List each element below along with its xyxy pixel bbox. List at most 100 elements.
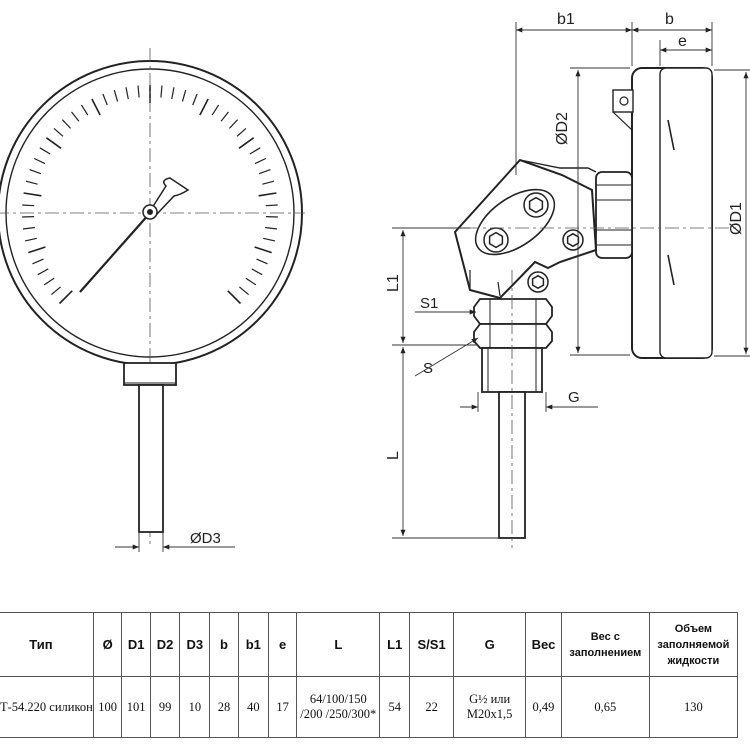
header-cell: Вес [525, 612, 562, 677]
dial-major-tick [238, 137, 255, 149]
label-D3: ØD3 [190, 530, 221, 547]
dial-minor-tick [22, 226, 35, 230]
pointer-tail [151, 177, 190, 216]
fitting-nut-S [473, 323, 553, 349]
dial-major-tick [254, 246, 272, 254]
side-view [440, 67, 740, 548]
header-cell: Объем заполняемой жидкости [648, 612, 739, 677]
label-b: b [665, 11, 674, 28]
cell-type: БТ-54.220 силикон [0, 676, 94, 738]
header-cell: Тип [0, 612, 94, 677]
label-e: e [678, 33, 687, 50]
dial-scale [22, 85, 278, 305]
dial-minor-tick [22, 204, 35, 207]
dial-minor-tick [137, 85, 140, 98]
cell-S-S1: 22 [409, 676, 455, 738]
label-D2: ØD2 [554, 112, 571, 145]
label-S1: S1 [420, 295, 438, 312]
cell-L1: 54 [379, 676, 411, 738]
dial-minor-tick [51, 286, 61, 296]
dial-minor-tick [211, 104, 220, 116]
case-bezel-side [659, 67, 713, 359]
technical-drawing: ØD3 [0, 11, 750, 552]
dial-minor-tick [32, 258, 44, 265]
bolt-hex-socket [531, 274, 545, 290]
dial-major-tick [23, 192, 42, 197]
fitting-nut-S1 [473, 298, 553, 325]
dial-minor-tick [239, 286, 249, 296]
pointer-needle [79, 212, 151, 293]
header-cell: D1 [121, 612, 151, 677]
header-cell: L1 [379, 612, 411, 677]
header-cell: D3 [179, 612, 211, 677]
dial-minor-tick [258, 169, 271, 175]
dial-minor-tick [254, 157, 267, 165]
table-row: БТ-54.220 силикон 100 101 99 10 28 40 17… [0, 676, 739, 738]
dial-major-tick [91, 98, 101, 116]
cell-b: 28 [209, 676, 239, 738]
dial-major-tick [58, 290, 73, 305]
dial-major-tick [45, 137, 62, 149]
cell-volume: 130 [648, 676, 739, 738]
dial-minor-tick [251, 268, 263, 276]
dial-minor-tick [245, 277, 257, 286]
side-view-dimensions [392, 22, 750, 539]
label-L: L [385, 451, 402, 460]
bolt-hex-socket [566, 232, 580, 248]
dimension-D3 [115, 532, 235, 552]
header-cell: Ø [92, 612, 123, 677]
dial-minor-tick [61, 119, 72, 129]
header-cell: b1 [237, 612, 270, 677]
dial-minor-tick [71, 111, 80, 122]
cell-e: 17 [268, 676, 298, 738]
dial-minor-tick [192, 93, 198, 106]
dial-minor-tick [125, 87, 129, 100]
dial-minor-tick [37, 268, 49, 276]
cell-diameter: 100 [92, 676, 123, 738]
header-cell: D2 [149, 612, 181, 677]
specifications-table: Тип Ø D1 D2 D3 b b1 e L L1 S/S1 G Вес Ве… [0, 612, 739, 738]
cell-D1: 101 [121, 676, 151, 738]
dial-minor-tick [102, 93, 108, 106]
header-cell: S/S1 [409, 612, 455, 677]
pointer-hub-center [147, 209, 153, 215]
dial-minor-tick [113, 89, 119, 102]
dial-minor-tick [160, 85, 163, 98]
dial-minor-tick [228, 119, 239, 129]
label-D1: ØD1 [728, 202, 745, 235]
dial-minor-tick [262, 180, 275, 185]
dial-minor-tick [236, 127, 247, 137]
table-header-row: Тип Ø D1 D2 D3 b b1 e L L1 S/S1 G Вес Ве… [0, 612, 739, 677]
header-cell: Вес с заполнением [560, 612, 650, 677]
cell-G: G½ или M20x1,5 [453, 676, 527, 738]
dial-major-tick [258, 192, 277, 197]
dial-major-tick [227, 290, 242, 305]
bolt-hex-socket [488, 231, 504, 249]
cell-L: 64/100/150 /200 /250/300* [296, 676, 381, 738]
header-cell: L [296, 612, 381, 677]
dial-minor-tick [265, 204, 278, 207]
label-b1: b1 [557, 11, 575, 28]
dial-major-tick [199, 98, 209, 116]
header-cell: e [268, 612, 298, 677]
dial-minor-tick [265, 226, 278, 230]
case-connector [595, 171, 633, 259]
cell-weight-filled: 0,65 [560, 676, 650, 738]
cell-D3: 10 [179, 676, 211, 738]
header-cell: G [453, 612, 527, 677]
header-cell: b [209, 612, 239, 677]
label-L1: L1 [385, 274, 402, 292]
dial-major-tick [28, 246, 46, 254]
dial-minor-tick [80, 104, 89, 116]
dial-minor-tick [249, 147, 261, 155]
dial-minor-tick [25, 180, 38, 185]
dial-minor-tick [220, 111, 229, 122]
cell-weight: 0,49 [525, 676, 562, 738]
dial-minor-tick [43, 277, 55, 286]
label-G: G [568, 389, 580, 406]
dial-minor-tick [53, 127, 64, 137]
dial-minor-tick [39, 147, 51, 155]
front-view [0, 48, 305, 545]
dial-minor-tick [263, 237, 276, 242]
label-S: S [423, 360, 433, 377]
